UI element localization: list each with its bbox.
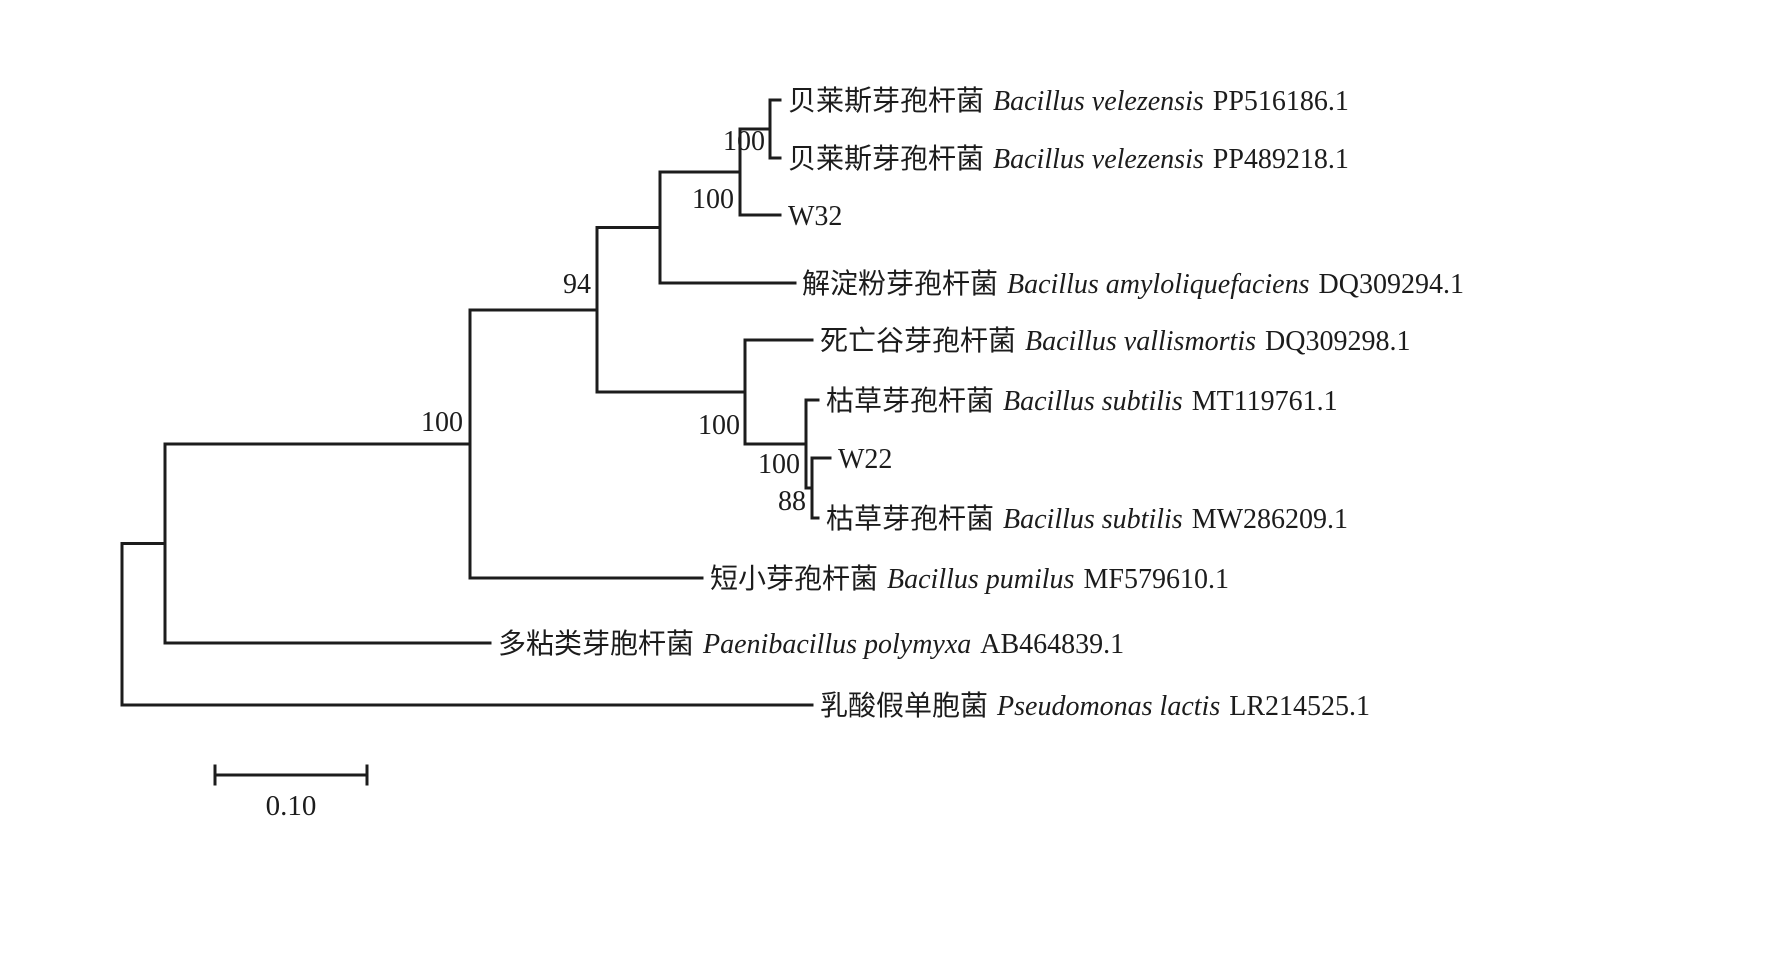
bootstrap-velezensis-pair: 100 (723, 126, 765, 157)
taxon-accession: PP516186.1 (1213, 86, 1349, 117)
scale-bar-label: 0.10 (266, 790, 317, 822)
taxon-accession: MW286209.1 (1192, 504, 1348, 535)
taxon-latin: Bacillus subtilis (1003, 504, 1183, 535)
taxon-cn: 贝莱斯芽孢杆菌 (788, 143, 984, 175)
taxon-accession: MT119761.1 (1192, 386, 1338, 417)
bootstrap-inner-bacillus: 94 (563, 269, 591, 300)
taxon-cn: 短小芽孢杆菌 (710, 563, 878, 595)
bootstrap-subtilis-clade: 100 (758, 449, 800, 480)
taxon-label-pumilus: 短小芽孢杆菌 Bacillus pumilus MF579610.1 (710, 563, 1229, 595)
bootstrap-bacillus-clade: 100 (421, 407, 463, 438)
taxon-label-subtilis-mt119761: 枯草芽孢杆菌 Bacillus subtilis MT119761.1 (826, 385, 1338, 417)
taxon-accession: DQ309294.1 (1319, 269, 1464, 300)
taxon-label-velezensis-pp516186: 贝莱斯芽孢杆菌 Bacillus velezensis PP516186.1 (788, 85, 1349, 117)
taxon-label-pseudomonas-lactis: 乳酸假单胞菌 Pseudomonas lactis LR214525.1 (820, 690, 1370, 722)
taxon-latin: Paenibacillus polymyxa (702, 629, 971, 660)
taxon-accession: DQ309298.1 (1265, 326, 1410, 357)
taxon-label-amyloliquefaciens: 解淀粉芽孢杆菌 Bacillus amyloliquefaciens DQ30929… (802, 268, 1464, 300)
bootstrap-velezensis-w32: 100 (692, 184, 734, 215)
taxon-cn: 枯草芽孢杆菌 (826, 503, 994, 535)
taxon-labels: 贝莱斯芽孢杆菌 Bacillus velezensis PP516186.1 贝莱斯… (498, 85, 1464, 722)
taxon-accession: W32 (788, 201, 842, 232)
bootstrap-vallismortis-clade: 100 (698, 410, 740, 441)
taxon-latin: Pseudomonas lactis (996, 691, 1220, 722)
taxon-latin: Bacillus subtilis (1003, 386, 1183, 417)
taxon-label-polymyxa: 多粘类芽胞杆菌 Paenibacillus polymyxa AB464839.1 (498, 628, 1124, 660)
tree-branches (120, 98, 832, 707)
taxon-latin: Bacillus amyloliquefaciens (1007, 269, 1310, 300)
bootstrap-w22-subtilis: 88 (778, 486, 806, 517)
taxon-accession: W22 (838, 444, 892, 475)
taxon-label-w22: W22 (838, 444, 892, 475)
taxon-cn: 死亡谷芽孢杆菌 (820, 325, 1016, 357)
taxon-latin: Bacillus pumilus (887, 564, 1075, 595)
taxon-cn: 乳酸假单胞菌 (820, 690, 988, 722)
taxon-label-velezensis-pp489218: 贝莱斯芽孢杆菌 Bacillus velezensis PP489218.1 (788, 143, 1349, 175)
taxon-cn: 多粘类芽胞杆菌 (498, 628, 694, 660)
taxon-cn: 贝莱斯芽孢杆菌 (788, 85, 984, 117)
taxon-label-w32: W32 (788, 201, 842, 232)
scale-bar (213, 764, 369, 786)
taxon-accession: LR214525.1 (1229, 691, 1370, 722)
taxon-latin: Bacillus vallismortis (1025, 326, 1256, 357)
taxon-label-vallismortis: 死亡谷芽孢杆菌 Bacillus vallismortis DQ309298.1 (820, 325, 1410, 357)
bootstrap-labels: 100 100 94 100 100 100 88 (421, 126, 806, 517)
taxon-accession: MF579610.1 (1083, 564, 1228, 595)
taxon-latin: Bacillus velezensis (993, 144, 1204, 175)
taxon-accession: PP489218.1 (1213, 144, 1349, 175)
taxon-latin: Bacillus velezensis (993, 86, 1204, 117)
taxon-cn: 解淀粉芽孢杆菌 (802, 268, 998, 300)
taxon-cn: 枯草芽孢杆菌 (826, 385, 994, 417)
taxon-accession: AB464839.1 (980, 629, 1124, 660)
taxon-label-subtilis-mw286209: 枯草芽孢杆菌 Bacillus subtilis MW286209.1 (826, 503, 1348, 535)
